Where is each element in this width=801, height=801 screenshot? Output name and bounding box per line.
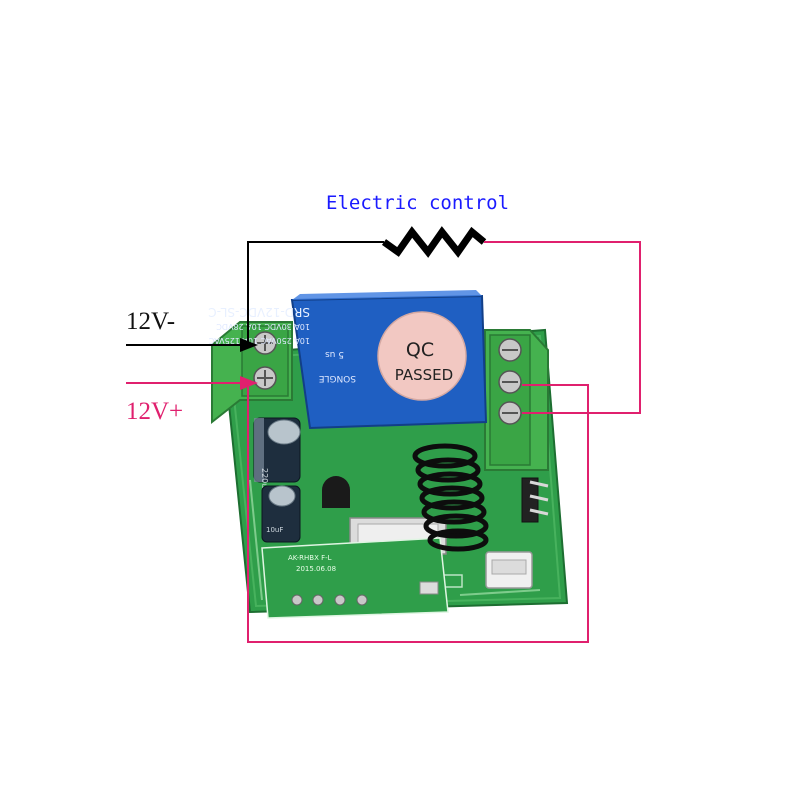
wire-negative [126,241,384,346]
right-terminal-block [484,329,549,471]
capacitor-2-label: 10uF [266,526,283,534]
relay-brand: SONGLE [318,373,356,383]
white-connector [485,551,533,589]
qc-sticker-line2: PASSED [395,366,453,384]
diagram-title: Electric control [326,192,510,214]
qc-sticker: QC PASSED [377,311,467,401]
label-12v-negative: 12V- [126,308,176,335]
rf-module-line1: AK-RHBX F-L [288,554,332,562]
arrow-negative-icon [240,338,258,352]
load-resistor [381,226,487,258]
capacitor-2: 10uF [261,485,301,543]
pin-header [521,477,549,523]
relay-mark: 5 us [325,349,344,359]
relay-rating-1: 10A 250VAC 10A 125VAC [208,336,310,345]
screw-terminal-positive [253,366,277,390]
screw-terminal-nc [498,401,522,425]
rf-module: AK-RHBX F-L 2015.06.08 [261,537,449,619]
arrow-positive-icon [240,376,258,390]
screw-terminal-negative [253,331,277,355]
relay-rating-2: 10A 30VDC 10A 28VDC [216,322,310,331]
screw-terminal-no [498,338,522,362]
rf-module-line2: 2015.06.08 [296,565,336,573]
screw-terminal-com [498,370,522,394]
transistor [322,476,350,508]
wire-positive [126,241,641,643]
left-terminal-block [211,321,293,425]
coil-antenna [412,443,489,552]
qc-sticker-line1: QC [406,339,434,361]
label-12v-positive: 12V+ [126,398,184,425]
relay-model: SRD-12VDC-SL-C [208,305,310,319]
